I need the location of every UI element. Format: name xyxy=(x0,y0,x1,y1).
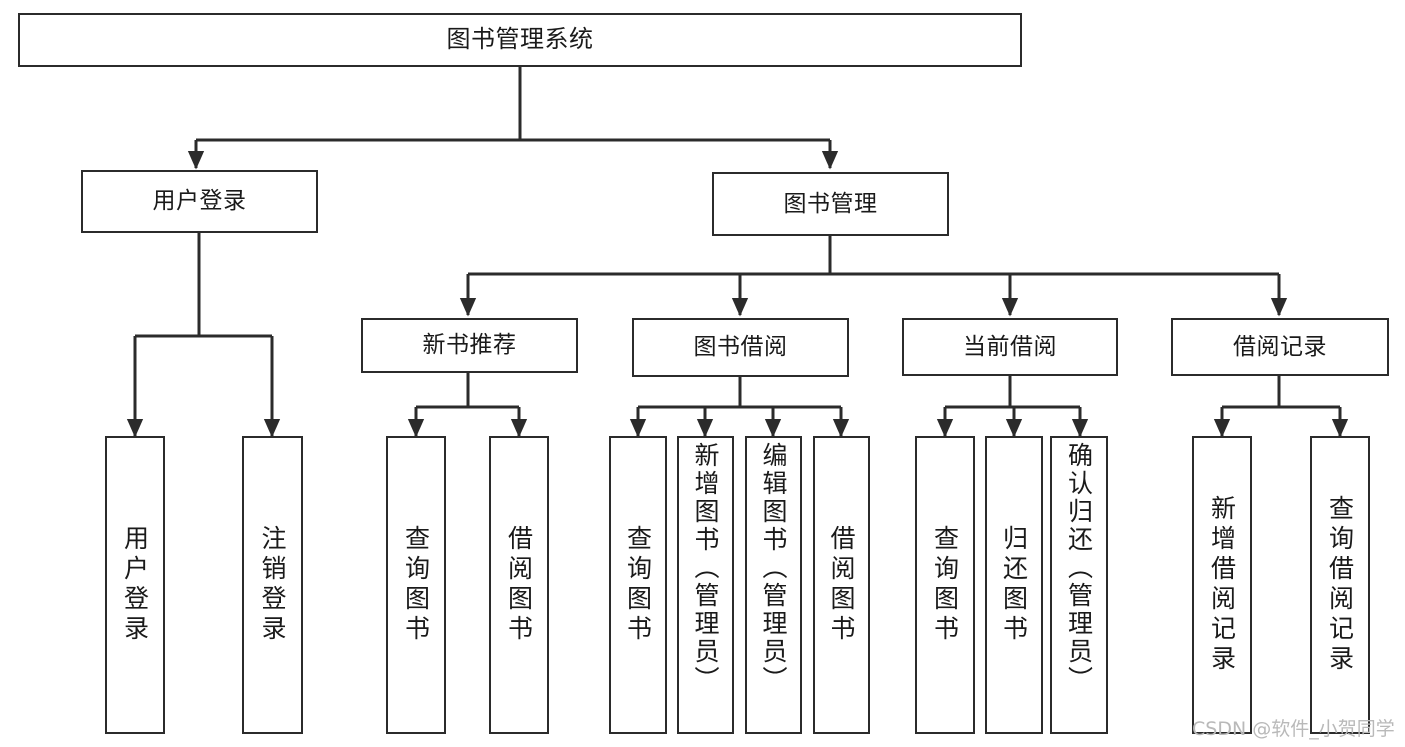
leaf-logout[interactable]: 注销登录 xyxy=(242,436,303,734)
node-label: 归还图书 xyxy=(999,525,1029,645)
leaf-edit-book-admin[interactable]: 编辑图书（管理员） xyxy=(745,436,802,734)
node-user-login[interactable]: 用户登录 xyxy=(81,170,318,233)
leaf-borrow-book-recommend[interactable]: 借阅图书 xyxy=(489,436,549,734)
node-label: 编辑图书（管理员） xyxy=(759,442,788,694)
node-label: 用户登录 xyxy=(152,188,247,215)
leaf-user-login[interactable]: 用户登录 xyxy=(105,436,165,734)
node-label: 确认归还（管理员） xyxy=(1064,442,1094,694)
node-label: 用户登录 xyxy=(120,525,150,645)
node-label: 新书推荐 xyxy=(422,332,517,359)
leaf-add-book-admin[interactable]: 新增图书（管理员） xyxy=(677,436,734,734)
node-label: 图书管理系统 xyxy=(446,25,594,54)
node-label: 新增图书（管理员） xyxy=(691,442,720,694)
node-label: 新增借阅记录 xyxy=(1207,495,1237,675)
node-book-borrow[interactable]: 图书借阅 xyxy=(632,318,849,377)
node-book-management[interactable]: 图书管理 xyxy=(712,172,949,236)
leaf-query-book-borrow[interactable]: 查询图书 xyxy=(609,436,667,734)
node-label: 当前借阅 xyxy=(963,333,1057,360)
node-new-book-recommend[interactable]: 新书推荐 xyxy=(361,318,578,373)
node-root[interactable]: 图书管理系统 xyxy=(18,13,1022,67)
node-current-borrow[interactable]: 当前借阅 xyxy=(902,318,1118,376)
node-label: 借阅图书 xyxy=(827,525,856,645)
node-label: 图书管理 xyxy=(783,190,878,217)
node-label: 查询图书 xyxy=(930,525,960,645)
leaf-confirm-return-admin[interactable]: 确认归还（管理员） xyxy=(1050,436,1108,734)
watermark-text: CSDN @软件_小贺同学 xyxy=(1192,718,1395,740)
leaf-add-borrow-record[interactable]: 新增借阅记录 xyxy=(1192,436,1252,734)
node-label: 查询图书 xyxy=(401,525,431,645)
node-label: 图书借阅 xyxy=(693,334,788,361)
leaf-return-book[interactable]: 归还图书 xyxy=(985,436,1043,734)
leaf-borrow-book[interactable]: 借阅图书 xyxy=(813,436,870,734)
node-label: 查询图书 xyxy=(623,525,653,645)
node-label: 借阅图书 xyxy=(504,525,534,645)
node-borrow-records[interactable]: 借阅记录 xyxy=(1171,318,1389,376)
leaf-query-book-current[interactable]: 查询图书 xyxy=(915,436,975,734)
node-label: 注销登录 xyxy=(258,525,287,645)
node-label: 查询借阅记录 xyxy=(1325,495,1355,675)
node-label: 借阅记录 xyxy=(1233,333,1327,360)
leaf-query-borrow-record[interactable]: 查询借阅记录 xyxy=(1310,436,1370,734)
leaf-query-book-recommend[interactable]: 查询图书 xyxy=(386,436,446,734)
